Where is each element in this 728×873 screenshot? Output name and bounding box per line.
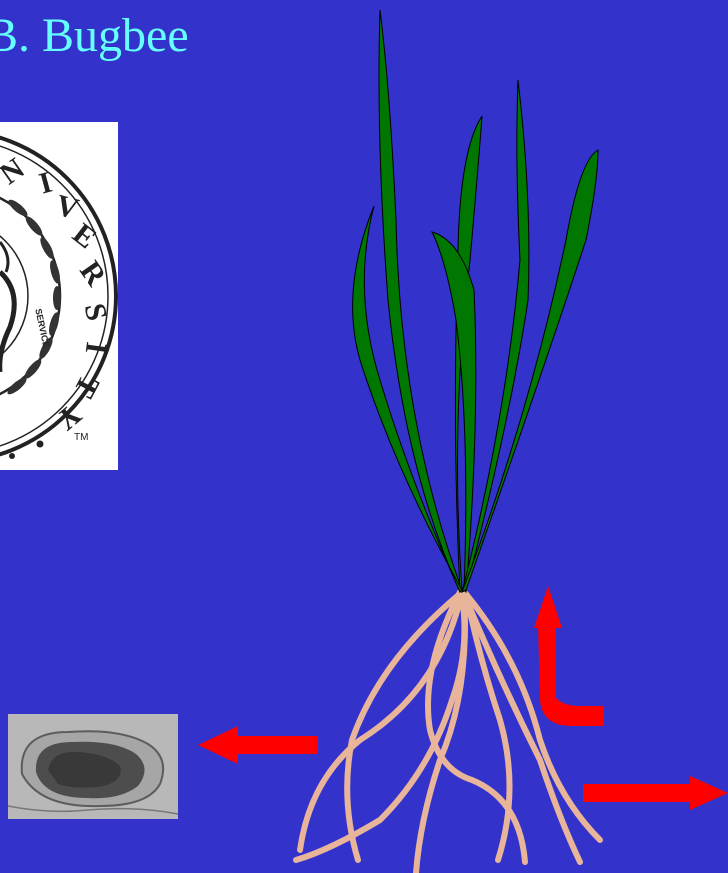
arrow-up-icon <box>534 586 604 726</box>
arrow-right-icon <box>583 776 728 810</box>
arrow-left-icon <box>198 726 318 764</box>
leaves <box>353 10 598 592</box>
